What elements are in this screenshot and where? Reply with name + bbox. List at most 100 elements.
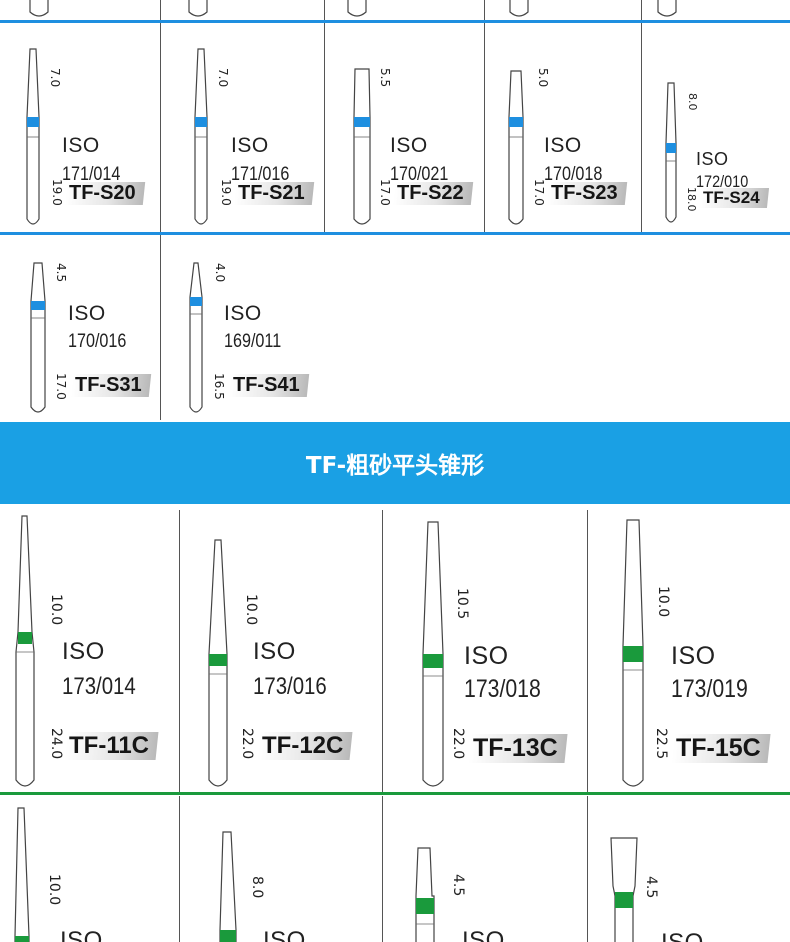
iso-number: 170/021 [390, 164, 449, 185]
total-length-label: 19.0 [219, 179, 233, 206]
iso-number: 173/018 [464, 675, 541, 703]
head-length-label: 5.0 [536, 68, 550, 88]
product-card-tf-s21: 7.0 ISO 171/016 19.0 TF-S21 [160, 23, 324, 233]
bur-tip-partial [346, 0, 368, 18]
iso-label: ISO [544, 134, 582, 157]
head-length-label: 10.0 [48, 594, 64, 626]
product-code: TF-S20 [64, 182, 145, 205]
bur-illustration [414, 846, 436, 942]
bur-illustration [507, 69, 525, 229]
product-code: TF-S41 [228, 374, 309, 397]
bur-illustration [352, 67, 372, 229]
iso-label: ISO [671, 642, 716, 670]
head-length-label: 8.0 [686, 93, 699, 111]
iso-number: 173/019 [671, 675, 748, 703]
head-length-label: 4.5 [54, 263, 68, 283]
green-row-2: 10.0 ISO 8.0 ISO 4.5 ISO 4.5 ISO [0, 796, 790, 942]
bur-illustration [193, 47, 209, 229]
product-card-tf-s22: 5.5 ISO 170/021 17.0 TF-S22 [324, 23, 484, 233]
blue-separator [0, 232, 790, 235]
bur-illustration [29, 261, 47, 417]
product-code: TF-15C [671, 734, 771, 763]
product-code: TF-12C [257, 732, 353, 760]
bur-illustration [207, 538, 229, 792]
bur-tip-partial [28, 0, 50, 18]
product-code: TF-13C [468, 734, 568, 763]
iso-label: ISO [263, 927, 306, 942]
iso-label: ISO [390, 134, 428, 157]
column-divider [160, 235, 161, 420]
green-separator [0, 792, 790, 795]
product-code: TF-S31 [70, 374, 151, 397]
product-card-partial: 4.5 ISO [587, 796, 790, 942]
column-divider [324, 0, 325, 22]
head-length-label: 8.0 [249, 876, 265, 899]
product-card-tf-s31: 4.5 ISO 170/016 17.0 TF-S31 [0, 235, 160, 420]
product-card-tf-s41: 4.0 ISO 169/011 16.5 TF-S41 [160, 235, 360, 420]
blue-row-2: 4.5 ISO 170/016 17.0 TF-S31 4.0 ISO 169/… [0, 235, 790, 420]
head-length-label: 10.5 [454, 588, 470, 620]
product-card-tf-s24: 8.0 ISO 172/010 18.0 TF-S24 [641, 23, 790, 233]
column-divider [587, 510, 588, 792]
total-length-label: 16.5 [212, 373, 226, 400]
iso-number: 171/016 [231, 164, 290, 185]
head-length-label: 10.0 [243, 594, 259, 626]
bur-illustration [664, 81, 678, 227]
total-length-label: 17.0 [532, 179, 546, 206]
total-length-label: 17.0 [378, 179, 392, 206]
head-length-label: 7.0 [48, 68, 62, 88]
column-divider [160, 23, 161, 233]
product-card-tf-15c: 10.0 ISO 173/019 22.5 TF-15C [587, 510, 790, 792]
top-partial-row [0, 0, 790, 22]
iso-label: ISO [62, 638, 105, 665]
total-length-label: 17.0 [54, 373, 68, 400]
iso-number: 173/014 [62, 673, 136, 700]
total-length-label: 24.0 [48, 728, 64, 760]
total-length-label: 22.0 [239, 728, 255, 760]
column-divider [587, 796, 588, 942]
head-length-label: 5.5 [378, 68, 392, 88]
iso-label: ISO [661, 931, 704, 942]
iso-number: 171/014 [62, 164, 121, 185]
head-length-label: 4.5 [643, 876, 659, 899]
section-banner-title: TF-粗砂平头锥形 [305, 453, 485, 479]
bur-tip-partial [187, 0, 209, 18]
iso-label: ISO [464, 642, 509, 670]
bur-tip-partial [508, 0, 530, 18]
product-card-tf-13c: 10.5 ISO 173/018 22.0 TF-13C [382, 510, 587, 792]
bur-illustration [218, 830, 238, 942]
column-divider [484, 23, 485, 233]
column-divider [324, 23, 325, 233]
iso-number: 170/016 [68, 331, 127, 352]
product-code: TF-11C [64, 732, 159, 760]
bur-illustration [421, 520, 445, 792]
bur-tip-partial [656, 0, 678, 18]
total-length-label: 19.0 [50, 179, 64, 206]
column-divider [160, 0, 161, 22]
iso-label: ISO [224, 302, 262, 325]
iso-number: 173/016 [253, 673, 327, 700]
bur-illustration [11, 806, 33, 942]
total-length-label: 22.0 [450, 728, 466, 760]
iso-label: ISO [62, 134, 100, 157]
iso-label: ISO [696, 149, 729, 169]
product-code: TF-S22 [392, 182, 473, 205]
green-row-1: 10.0 ISO 173/014 24.0 TF-11C 10.0 ISO 17… [0, 510, 790, 792]
iso-label: ISO [60, 927, 103, 942]
blue-separator [0, 20, 790, 23]
column-divider [179, 510, 180, 792]
column-divider [484, 0, 485, 22]
total-length-label: 18.0 [685, 187, 698, 212]
product-card-tf-s23: 5.0 ISO 170/018 17.0 TF-S23 [484, 23, 641, 233]
bur-illustration [609, 836, 639, 942]
iso-label: ISO [231, 134, 269, 157]
bur-illustration [14, 514, 36, 792]
head-length-label: 4.5 [450, 874, 466, 897]
bur-illustration [621, 518, 645, 792]
iso-label: ISO [253, 638, 296, 665]
product-code: TF-S24 [698, 188, 769, 208]
section-banner: TF-粗砂平头锥形 [0, 422, 790, 504]
iso-label: ISO [462, 927, 505, 942]
total-length-label: 22.5 [653, 728, 669, 760]
product-code: TF-S23 [546, 182, 627, 205]
